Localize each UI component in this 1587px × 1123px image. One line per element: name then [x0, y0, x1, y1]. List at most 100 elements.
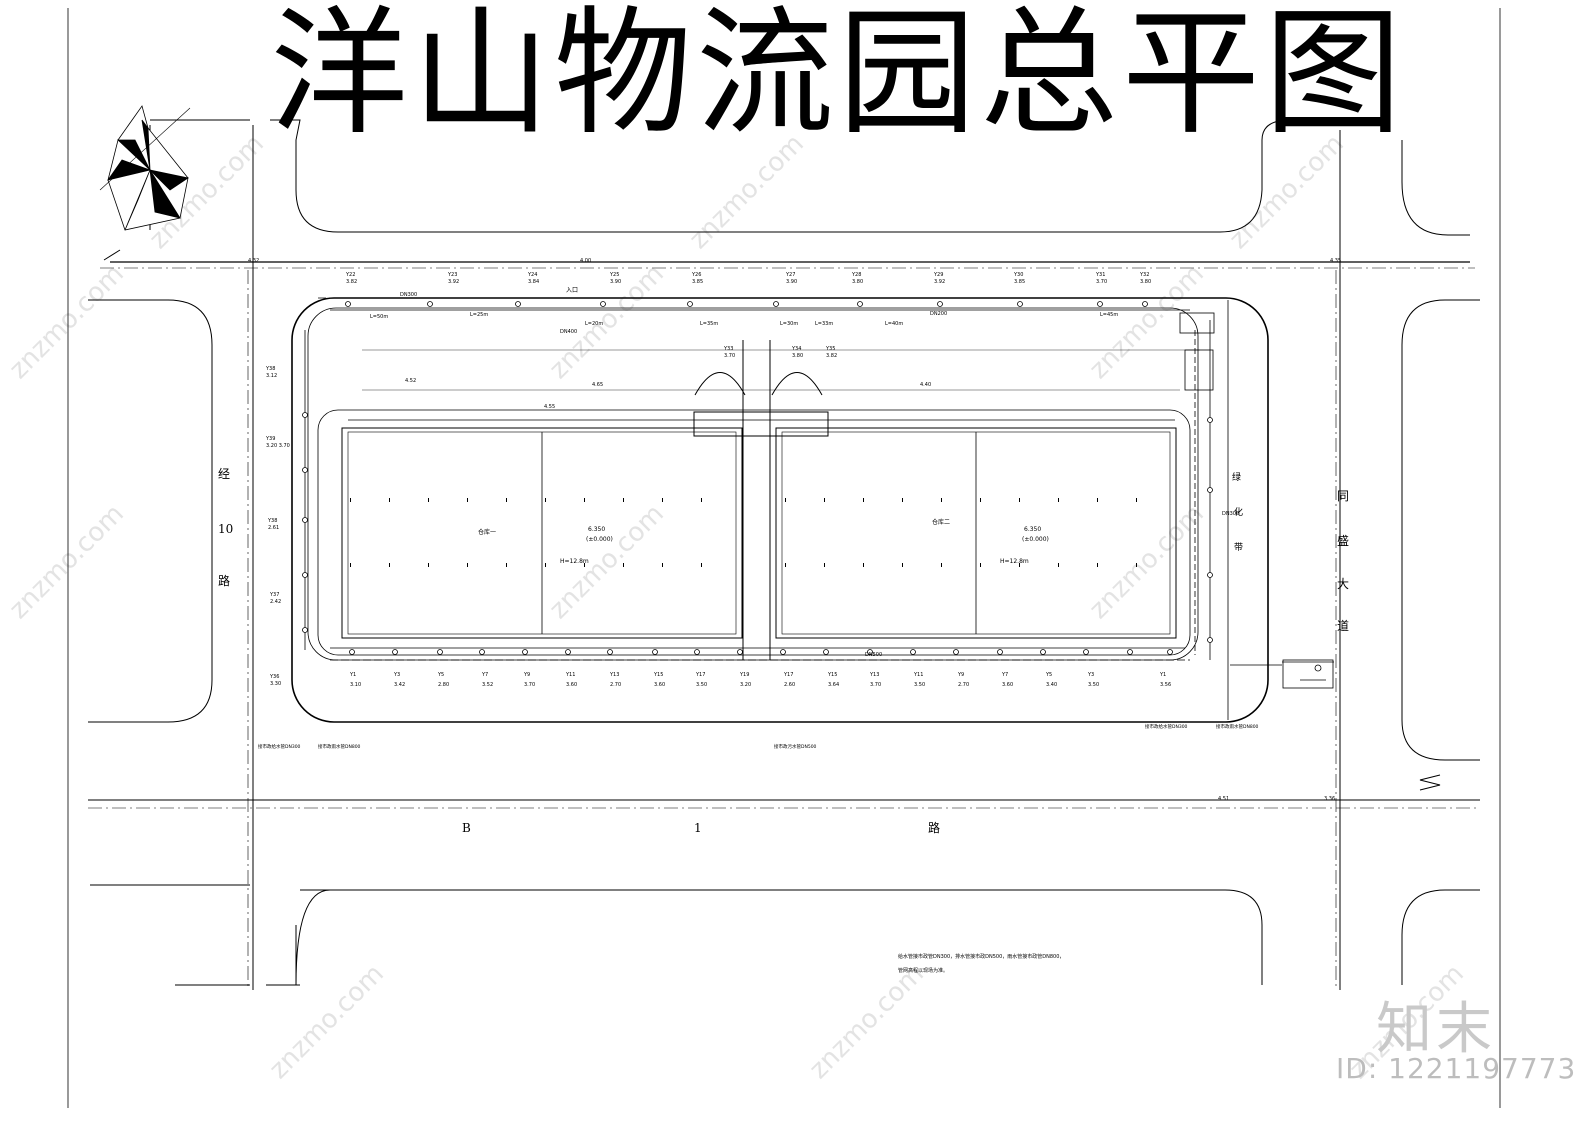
manhole-id: Y5 — [437, 672, 444, 678]
warehouse-2 — [775, 427, 1177, 639]
manhole-value: 3.60 — [654, 682, 665, 688]
manhole-id: Y34 — [791, 346, 801, 352]
manhole-value: 3.42 — [394, 682, 405, 688]
length-label: L=25m — [470, 312, 488, 318]
east-road-label: 同 盛 大 道 — [1337, 489, 1349, 633]
road-label-char: 盛 — [1337, 533, 1349, 548]
manhole-id: Y30 — [1013, 272, 1023, 278]
manhole-value: 3.50 — [1088, 682, 1099, 688]
manhole-value: 3.82 — [826, 353, 837, 359]
north-manhole-labels: Y22 3.82 Y23 3.92 Y24 3.84 Y25 3.90 Y26 … — [345, 272, 1151, 359]
note-line: 管网高程以现场为准。 — [898, 967, 948, 974]
manhole-id: Y3 — [393, 672, 400, 678]
road-label-char: 路 — [928, 820, 940, 835]
watermark-text: znzmo.com — [264, 959, 390, 1085]
watermark-text: znzmo.com — [4, 499, 130, 625]
pipe-label: DN300 — [1222, 511, 1239, 517]
manhole-value: 3.70 — [524, 682, 535, 688]
warehouse-1-elevation: 6.350 — [588, 526, 605, 533]
manhole-id: Y11 — [913, 672, 923, 678]
length-label: L=40m — [885, 321, 903, 327]
watermark-text: znzmo.com — [804, 959, 930, 1085]
road-label-char: B — [462, 821, 471, 835]
manhole-id: Y26 — [691, 272, 701, 278]
east-road — [1335, 130, 1480, 990]
pipe-network — [304, 297, 1334, 720]
manhole-value: 3.70 — [724, 353, 735, 359]
manhole-id: Y15 — [653, 672, 663, 678]
manhole-value: 2.70 — [610, 682, 621, 688]
manhole-id: Y17 — [783, 672, 793, 678]
west-manhole-labels: Y38 3.12 Y39 3.20 3.70 Y38 2.61 Y37 2.42… — [265, 366, 290, 687]
manhole-value: 3.80 — [1140, 279, 1151, 285]
manhole-id: Y33 — [723, 346, 733, 352]
manhole-id: Y36 — [269, 674, 279, 680]
manhole-value: 3.50 — [914, 682, 925, 688]
manhole-value: 3.90 — [786, 279, 797, 285]
manhole-id: Y38 — [267, 518, 277, 524]
manhole-value: 2.80 — [438, 682, 449, 688]
pipe-label: DN200 — [930, 311, 947, 317]
manhole-value: 3.84 — [528, 279, 539, 285]
manhole-value: 2.61 — [268, 525, 279, 531]
warehouse-2-height: H=12.8m — [1000, 558, 1029, 565]
watermark-logo: 知末 — [1376, 997, 1496, 1062]
elevation: 4.40 — [920, 382, 931, 388]
green-belt-char: 绿 — [1232, 471, 1241, 483]
length-label: L=33m — [815, 321, 833, 327]
road-label-char: 经 — [218, 467, 230, 481]
manhole-id: Y15 — [827, 672, 837, 678]
connection-label: 接市政给水管DN300 — [1145, 723, 1188, 730]
south-road — [88, 774, 1480, 986]
warehouse-2-relative: (±0.000) — [1022, 536, 1049, 543]
manhole-id: Y31 — [1095, 272, 1105, 278]
length-label: L=35m — [700, 321, 718, 327]
manhole-value: 3.50 — [696, 682, 707, 688]
road-label-char: 大 — [1337, 577, 1349, 591]
manhole-id: Y13 — [869, 672, 879, 678]
pipe-label: DN500 — [865, 652, 882, 658]
watermark-text: znzmo.com — [684, 129, 810, 255]
manhole-value: 3.20 3.70 — [266, 443, 290, 449]
elevation-labels: 4.32 4.35 4.00 4.55 4.40 4.52 4.65 4.51 … — [248, 258, 1341, 802]
manhole-value: 3.10 — [350, 682, 361, 688]
manhole-value: 3.70 — [870, 682, 881, 688]
warehouse-1-name: 仓库一 — [478, 528, 496, 536]
warehouse-1 — [341, 427, 743, 639]
manhole-value: 3.90 — [610, 279, 621, 285]
road-label-char: 10 — [218, 522, 233, 536]
connection-notes: 接市政给水管DN300 接市政雨水管DN800 接市政污水管DN500 接市政给… — [258, 723, 1259, 750]
elevation: 4.35 — [1330, 258, 1341, 264]
manhole-id: Y9 — [523, 672, 530, 678]
elevation: 4.32 — [248, 258, 259, 264]
manhole-id: Y38 — [265, 366, 275, 372]
manhole-id: Y19 — [739, 672, 749, 678]
manhole-id: Y25 — [609, 272, 619, 278]
manhole-value: 3.64 — [828, 682, 839, 688]
manhole-id: Y13 — [609, 672, 619, 678]
manhole-id: Y17 — [695, 672, 705, 678]
warehouse-2-elevation: 6.350 — [1024, 526, 1041, 533]
west-road-label: 经 10 路 — [218, 467, 233, 588]
elevation: 4.52 — [405, 378, 416, 384]
manhole-id: Y32 — [1139, 272, 1149, 278]
elevation: 4.00 — [580, 258, 591, 264]
manhole-value: 3.92 — [934, 279, 945, 285]
manhole-id: Y5 — [1045, 672, 1052, 678]
manhole-id: Y7 — [1001, 672, 1008, 678]
manhole-value: 3.30 — [270, 681, 281, 687]
road-label-char: 路 — [218, 573, 230, 588]
south-manhole-labels: Y1 3.10 Y3 3.42 Y5 2.80 Y7 3.52 Y9 3.70 … — [349, 672, 1171, 688]
manhole-id: Y1 — [1159, 672, 1166, 678]
manhole-value: 3.60 — [566, 682, 577, 688]
manhole-value: 3.85 — [692, 279, 703, 285]
watermark-text: znzmo.com — [4, 259, 130, 385]
warehouse-1-relative: (±0.000) — [586, 536, 613, 543]
length-label: L=20m — [585, 321, 603, 327]
manhole-id: Y37 — [269, 592, 279, 598]
manholes — [302, 301, 1213, 655]
manhole-id: Y29 — [933, 272, 943, 278]
manhole-value: 3.80 — [852, 279, 863, 285]
warehouse-1-height: H=12.8m — [560, 558, 589, 565]
